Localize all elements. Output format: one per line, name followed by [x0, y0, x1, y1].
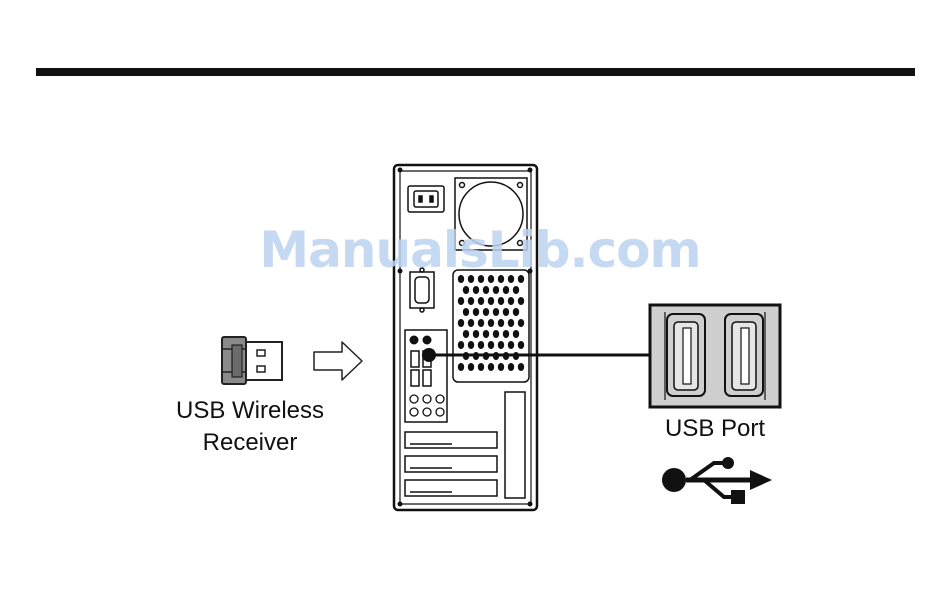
power-socket-icon [408, 186, 444, 212]
insert-arrow-icon [314, 342, 362, 380]
usb-wireless-receiver-icon [222, 337, 282, 384]
vent-hole [518, 297, 524, 305]
vent-hole [488, 297, 494, 305]
vent-hole [508, 297, 514, 305]
vent-hole [498, 319, 504, 327]
vent-hole [513, 308, 519, 316]
vent-hole [478, 297, 484, 305]
pc-tower-rear [394, 165, 537, 510]
vent-hole [518, 341, 524, 349]
vent-hole [458, 319, 464, 327]
vent-hole [493, 330, 499, 338]
vent-hole [493, 308, 499, 316]
vent-hole [463, 308, 469, 316]
usb-wireless-receiver-label: USB Wireless Receiver [150, 395, 350, 459]
vent-hole [488, 341, 494, 349]
vent-hole [483, 308, 489, 316]
vent-hole [473, 286, 479, 294]
vent-hole [468, 319, 474, 327]
receiver-label-line2: Receiver [150, 427, 350, 459]
usb-port-label: USB Port [640, 413, 790, 445]
usb-port-closeup [650, 305, 780, 407]
vent-hole [468, 297, 474, 305]
vent-hole [473, 330, 479, 338]
vent-hole [473, 308, 479, 316]
vent-hole [458, 363, 464, 371]
vent-hole [498, 363, 504, 371]
vent-hole [508, 341, 514, 349]
vent-hole [463, 286, 469, 294]
vent-hole [508, 363, 514, 371]
header-rule [36, 68, 915, 76]
vent-hole [493, 286, 499, 294]
vent-hole [498, 297, 504, 305]
vent-hole [518, 319, 524, 327]
vent-hole [508, 319, 514, 327]
watermark: ManualsLib.com [250, 218, 710, 282]
vent-hole [468, 341, 474, 349]
vent-hole [463, 330, 469, 338]
io-ports [410, 336, 444, 416]
receiver-label-line1: USB Wireless [150, 395, 350, 427]
vent-hole [503, 308, 509, 316]
vent-hole [488, 319, 494, 327]
vent-hole [483, 286, 489, 294]
vent-hole [503, 286, 509, 294]
vent-hole [513, 286, 519, 294]
vent-hole [458, 341, 464, 349]
usb-symbol-icon [662, 457, 772, 504]
vent-hole [468, 363, 474, 371]
vent-hole [518, 363, 524, 371]
vent-hole [513, 330, 519, 338]
vent-hole [498, 341, 504, 349]
vent-hole [478, 319, 484, 327]
vent-hole [483, 330, 489, 338]
vent-hole [503, 330, 509, 338]
vent-grille [453, 270, 529, 382]
vent-hole [458, 297, 464, 305]
callout-dot [422, 348, 436, 362]
vent-hole [488, 363, 494, 371]
expansion-slots [405, 392, 525, 498]
vent-hole [478, 363, 484, 371]
vent-hole [478, 341, 484, 349]
